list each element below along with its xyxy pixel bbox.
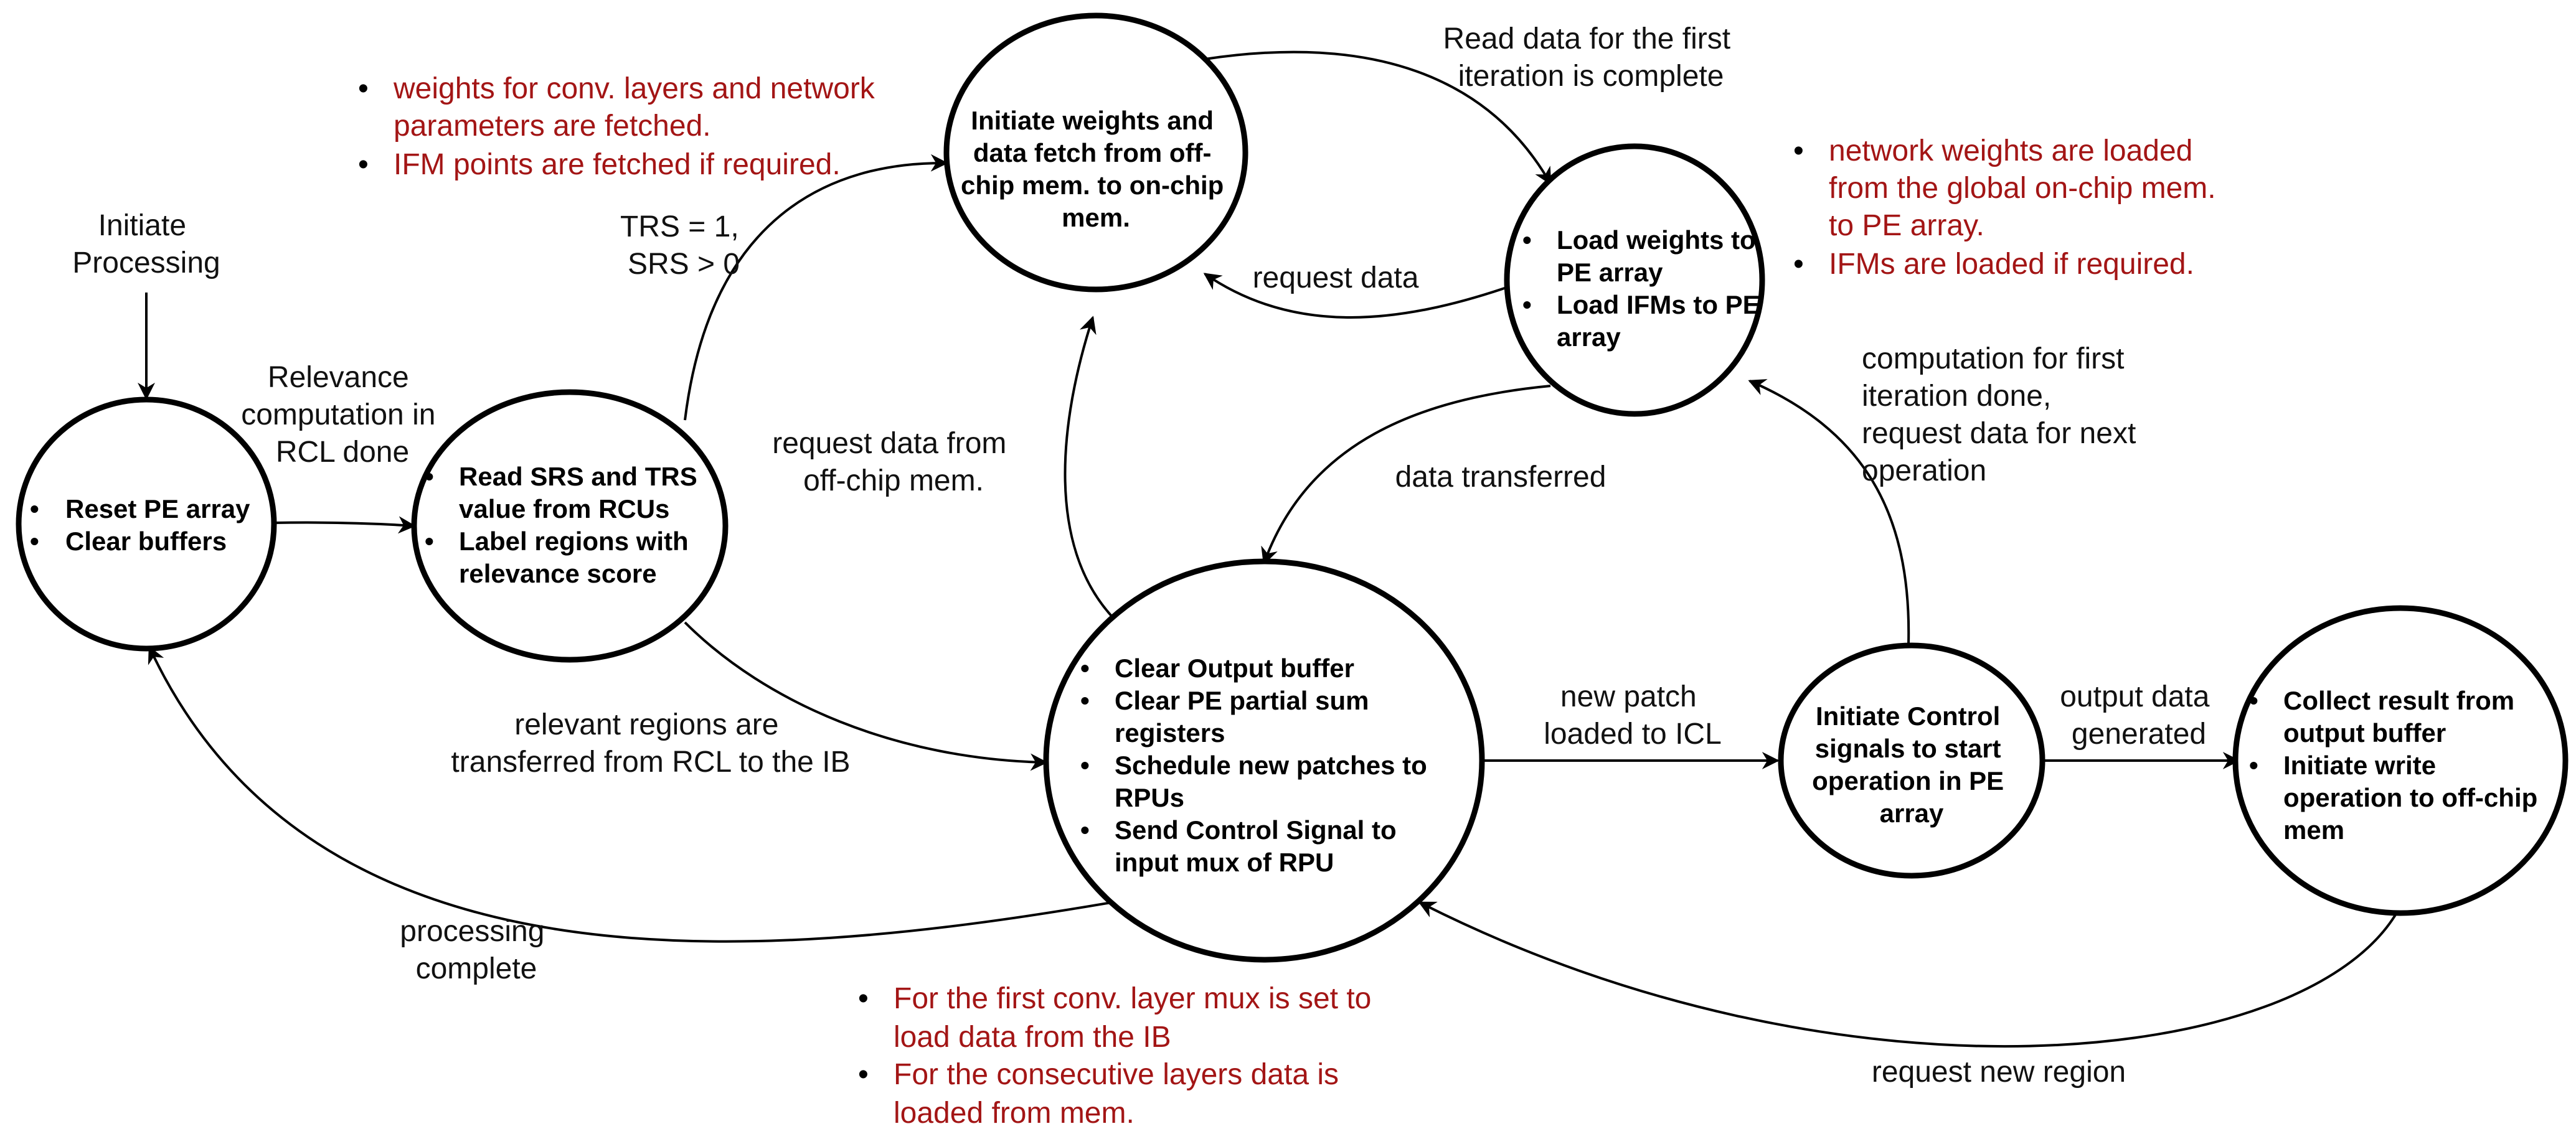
label-computation-done: computation for first iteration done, re… [1862, 342, 2144, 487]
edge-schedule-to-reset [148, 645, 1112, 943]
label-request-region: request new region [1872, 1056, 2126, 1089]
notes: •weights for conv. layers and network pa… [358, 72, 2224, 1130]
label-initiate: Initiate Processing [72, 209, 220, 279]
state-fetch: Initiate weights and data fetch from off… [943, 12, 1248, 293]
svg-text:•Load weights to PE arra: •Load weights to PE array •Load IFMs to … [1522, 225, 1767, 352]
edge-read-to-schedule [684, 621, 1048, 771]
label-read-complete: Read data for the first iteration is com… [1443, 22, 1739, 93]
svg-text:Initiate Control signals: Initiate Control signals to start operat… [1812, 701, 2011, 828]
edge-load-to-fetch [1203, 273, 1511, 319]
state-reset: •Reset PE array •Clear buffers [16, 396, 277, 652]
label-processing-complete: processing complete [400, 915, 552, 985]
read-srs-item-1a: Read SRS and TRS [459, 462, 697, 491]
reset-item-1: Reset PE array [65, 494, 250, 523]
read-srs-item-1b: value from RCUs [459, 494, 669, 523]
fetch-notes: •weights for conv. layers and network pa… [358, 72, 883, 181]
edge-labels: Initiate Processing Relevance computatio… [72, 22, 2218, 1089]
edge-reset-to-read [273, 516, 416, 534]
load-notes: •network weights are loaded from the glo… [1793, 134, 2224, 281]
edge-fetch-to-load [1204, 50, 1552, 185]
edges [138, 50, 2399, 1048]
edge-load-to-schedule [1261, 385, 1551, 565]
svg-text:•Clear Output buffer •Cl: •Clear Output buffer •Clear PE partial s… [1080, 654, 1434, 877]
svg-text:Initiate weights and dat: Initiate weights and data fetch from off… [961, 106, 1231, 232]
edge-schedule-to-fetch [1064, 316, 1116, 621]
svg-text:•Read SRS and TRS value: •Read SRS and TRS value from RCUs •Label… [425, 462, 704, 588]
read-srs-item-2b: relevance score [459, 559, 657, 588]
edge-read-to-fetch [684, 154, 948, 421]
state-schedule: •Clear Output buffer •Clear PE partial s… [1043, 558, 1485, 963]
state-collect: •Collect result from output buffer •Init… [2232, 605, 2569, 916]
label-relevant-regions: relevant regions are transferred from RC… [451, 708, 850, 779]
label-data-transferred: data transferred [1395, 461, 1606, 494]
state-read-srs: •Read SRS and TRS value from RCUs •Label… [411, 389, 729, 663]
svg-text:•Reset PE array •Clear b: •Reset PE array •Clear buffers [30, 494, 257, 556]
label-output-generated: output data generated [2060, 680, 2218, 751]
label-request-offchip: request data from off-chip mem. [772, 427, 1015, 497]
state-load: •Load weights to PE array •Load IFMs to … [1504, 143, 1767, 417]
edge-collect-to-schedule [1418, 901, 2399, 1048]
label-new-patch: new patch loaded to ICL [1544, 680, 1722, 751]
state-control: Initiate Control signals to start operat… [1778, 642, 2045, 879]
label-trs-srs: TRS = 1, SRS > 0 [620, 210, 747, 281]
label-relevance-done: Relevance computation in RCL done [241, 361, 444, 469]
read-srs-item-2a: Label regions with [459, 527, 689, 556]
svg-text:•Collect result from out: •Collect result from output buffer •Init… [2249, 686, 2545, 845]
reset-item-2: Clear buffers [65, 527, 227, 556]
mux-notes: •For the first conv. layer mux is set to… [858, 982, 1380, 1130]
edge-control-to-load [1748, 379, 1910, 645]
label-request-data: request data [1253, 261, 1419, 294]
